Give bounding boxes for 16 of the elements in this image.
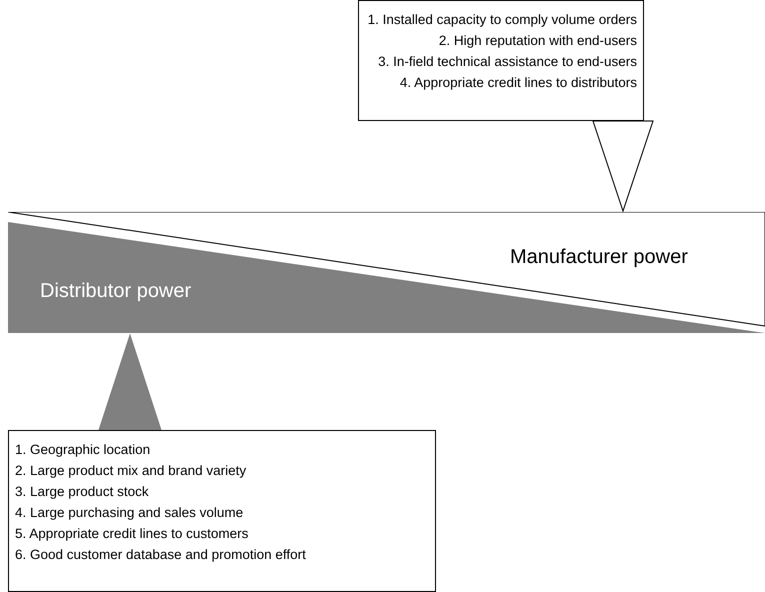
- list-item: 2. Large product mix and brand variety: [15, 462, 246, 480]
- list-item: 4. Appropriate credit lines to distributors: [400, 74, 637, 92]
- list-item: 3. In-field technical assistance to end-users: [378, 53, 637, 71]
- list-item: 4. Large purchasing and sales volume: [15, 504, 244, 522]
- list-item: 3. Large product stock: [15, 483, 149, 501]
- list-item: 6. Good customer database and promotion effort: [15, 546, 306, 564]
- list-item: 5. Appropriate credit lines to customers: [15, 525, 248, 543]
- triangle-pointer: [592, 120, 654, 213]
- list-item: 1. Geographic location: [15, 441, 150, 459]
- region-label: Manufacturer power: [510, 246, 688, 269]
- triangle-pointer: [98, 333, 162, 430]
- list-box: [358, 0, 644, 121]
- list-item: 2. High reputation with end-users: [438, 32, 637, 50]
- list-item: 1. Installed capacity to comply volume orders: [368, 11, 637, 29]
- region-label: Distributor power: [40, 280, 192, 303]
- list-box: [8, 430, 436, 592]
